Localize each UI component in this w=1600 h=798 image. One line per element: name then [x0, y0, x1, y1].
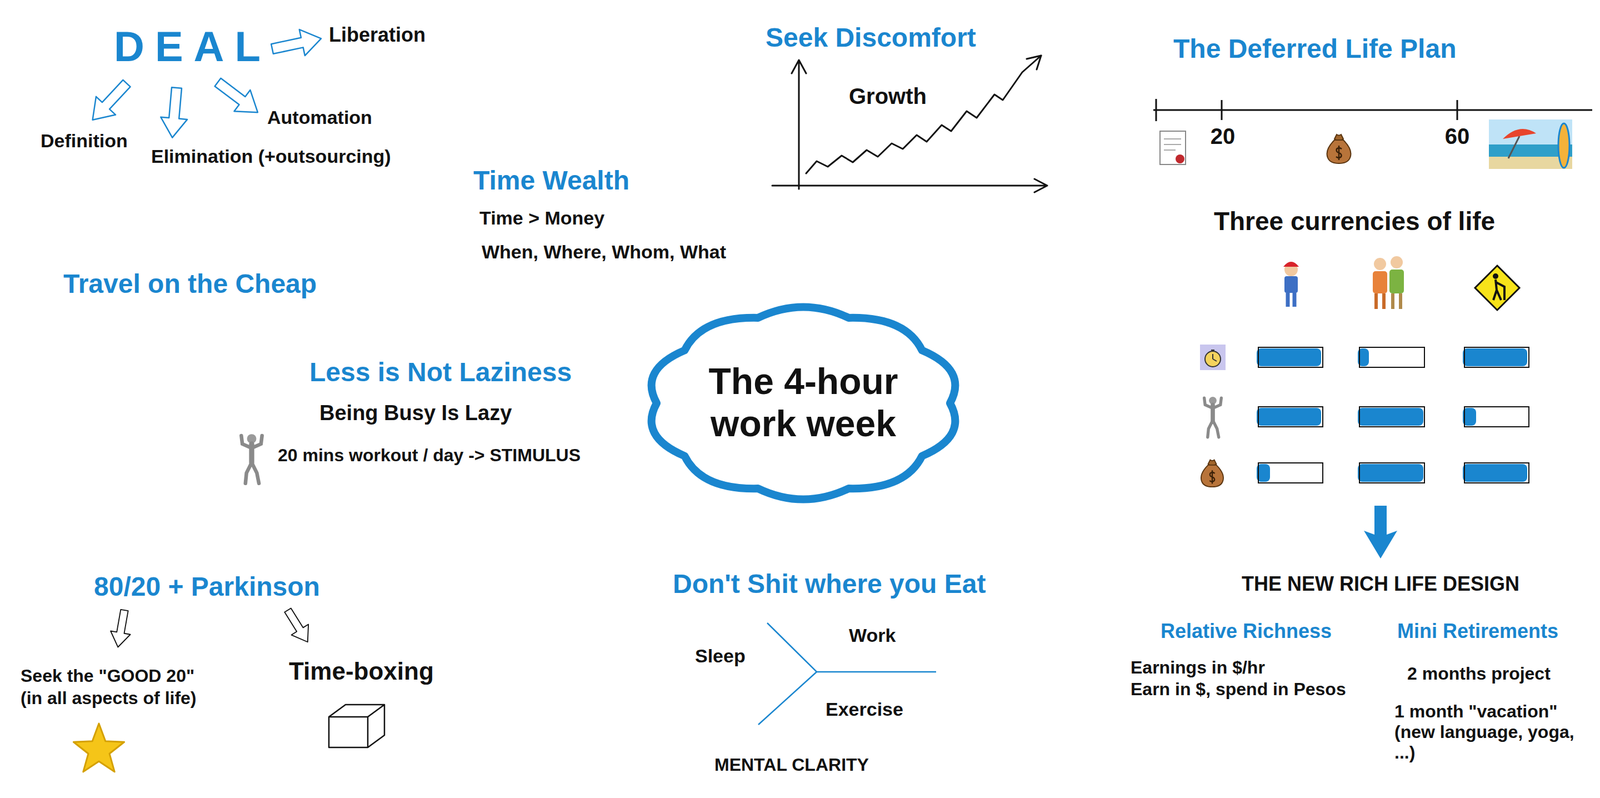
note-text: 1 month "vacation" (new language, yoga, … [1394, 701, 1592, 763]
topic-heading: Travel on the Cheap [63, 268, 317, 299]
note-text: Earn in $, spend in Pesos [1130, 678, 1347, 700]
note-text: Being Busy Is Lazy [319, 401, 512, 426]
note-text: Liberation [328, 23, 426, 47]
timeline-number: 60 [1445, 123, 1470, 149]
note-text: Earnings in $/hr [1130, 657, 1265, 678]
topic-heading: Time Wealth [473, 165, 630, 196]
note-text: Growth [848, 83, 927, 109]
central-cloud: The 4-hour work week [636, 296, 970, 510]
note-text: Definition [40, 130, 128, 152]
topic-heading: Seek Discomfort [765, 22, 977, 53]
topic-heading: 80/20 + Parkinson [93, 571, 320, 602]
section-heading: THE NEW RICH LIFE DESIGN [1241, 572, 1520, 595]
topic-heading: The Deferred Life Plan [1173, 33, 1457, 64]
note-text: (in all aspects of life) [20, 687, 197, 709]
topic-heading: Relative Richness [1160, 619, 1332, 643]
note-text: Seek the "GOOD 20" [20, 665, 195, 687]
acronym-text: DEAL [113, 22, 272, 71]
note-text: Sleep [695, 645, 746, 667]
topic-heading: Don't Shit where you Eat [672, 568, 986, 599]
topic-heading: Mini Retirements [1397, 619, 1559, 643]
topic-heading: Less is Not Laziness [309, 356, 572, 388]
note-text: Automation [267, 106, 373, 129]
note-text: MENTAL CLARITY [714, 754, 869, 775]
note-text: 2 months project [1407, 663, 1551, 684]
note-text: Exercise [825, 698, 904, 720]
central-topic: The 4-hour work week [686, 360, 920, 445]
section-heading: Three currencies of life [1213, 206, 1495, 237]
note-text: When, Where, Whom, What [481, 241, 727, 263]
note-text: 20 mins workout / day -> STIMULUS [277, 445, 581, 466]
timeline-number: 20 [1210, 123, 1236, 149]
note-text: Elimination (+outsourcing) [151, 145, 392, 168]
note-text: Time-boxing [288, 657, 434, 686]
note-text: Time > Money [479, 207, 605, 229]
note-text: Work [848, 624, 896, 647]
